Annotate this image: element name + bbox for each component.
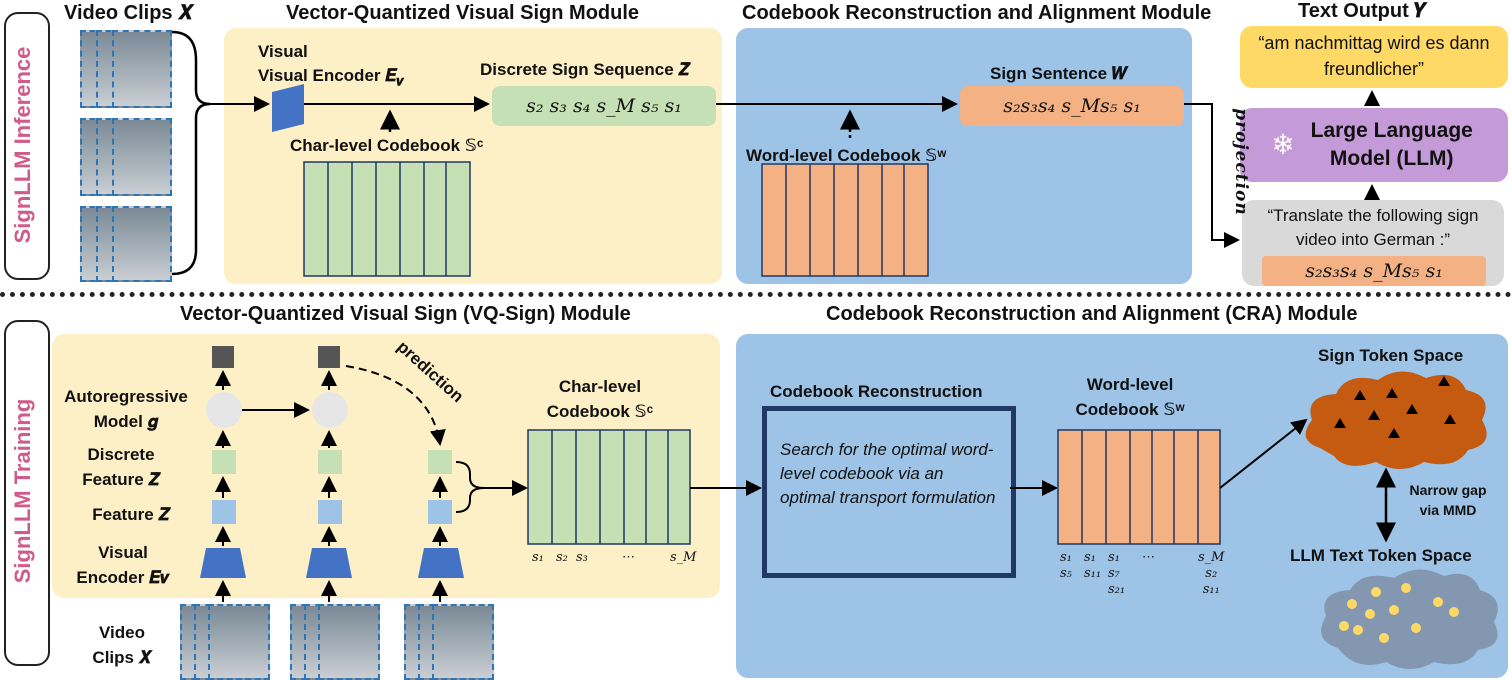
- training-encoder-2: [306, 548, 352, 578]
- inference-word-codebook-label: Word-level Codebook 𝕊ʷ: [746, 146, 947, 165]
- char-index-2: s₂: [556, 550, 568, 565]
- codebook-reconstruction-title: Codebook Reconstruction: [770, 382, 983, 401]
- inference-video-clips-label: Video Clips 𝑿: [64, 2, 194, 24]
- discrete-feature-3: [428, 450, 452, 474]
- training-char-codebook-title: Char-level Codebook 𝕊ᶜ: [546, 377, 654, 421]
- discrete-sequence-label: Discrete Sign Sequence 𝒁̂: [480, 60, 690, 79]
- discrete-sign-sequence: s₂ s₃ s₄ s_M s₅ s₁: [492, 86, 716, 126]
- inference-visual-encoder-label: Visual Visual Encoder 𝑬𝒗: [258, 42, 405, 90]
- reconstruction-description: Search for the optimal word-level codebo…: [780, 440, 996, 507]
- inference-clips-brace: [171, 30, 211, 276]
- ar-node-2: [312, 392, 348, 428]
- output-token-1: [212, 346, 234, 368]
- training-video-clips-label: Video Clips 𝑿: [92, 623, 152, 667]
- word-index-col-4: ⋯: [1142, 550, 1155, 565]
- sign-token-cloud: [1305, 371, 1487, 469]
- inference-char-codebook-label: Char-level Codebook 𝕊ᶜ: [290, 136, 484, 155]
- training-visual-encoder-label: Visual Encoder 𝑬𝒗: [76, 543, 170, 587]
- training-vq-title: Vector-Quantized Visual Sign (VQ-Sign) M…: [180, 303, 631, 325]
- feature-label: Feature 𝒁: [92, 505, 170, 524]
- llm-token-space-label: LLM Text Token Space: [1290, 546, 1472, 565]
- training-word-codebook: [1057, 429, 1221, 545]
- inference-visual-encoder-shape: [272, 84, 304, 132]
- training-char-codebook: [527, 429, 691, 545]
- discrete-feature-1: [212, 450, 236, 474]
- char-index-1: s₁: [532, 550, 544, 565]
- ar-node-1: [206, 392, 242, 428]
- training-cra-title: Codebook Reconstruction and Alignment (C…: [826, 303, 1358, 325]
- char-index-4: ⋯: [622, 550, 635, 565]
- sign-token-space-label: Sign Token Space: [1318, 346, 1464, 365]
- feature-3: [428, 500, 452, 524]
- training-side-tab: [4, 320, 50, 666]
- inference-cra-title: Codebook Reconstruction and Alignment Mo…: [742, 2, 1212, 24]
- char-codebook-indices: s₁ s₂ s₃ ⋯ s_M: [530, 550, 696, 570]
- text-output-title: Text Output 𝒀: [1298, 0, 1427, 22]
- training-encoder-1: [200, 548, 246, 578]
- char-index-3: s₃: [576, 550, 588, 565]
- discrete-feature-label: Discrete Feature 𝒁̂: [82, 445, 160, 489]
- feature-2: [318, 500, 342, 524]
- inference-char-codebook: [303, 161, 471, 277]
- output-token-2: [318, 346, 340, 368]
- snowflake-icon: ❄: [1271, 129, 1295, 160]
- codebook-reconstruction-box: [762, 406, 1016, 578]
- discrete-feature-2: [318, 450, 342, 474]
- feature-1: [212, 500, 236, 524]
- inference-side-tab: [4, 12, 50, 280]
- training-word-codebook-title: Word-level Codebook 𝕊ʷ: [1075, 375, 1185, 419]
- char-index-5: s_M: [670, 550, 697, 565]
- llm-box: ❄ Large Language Model (LLM): [1240, 108, 1508, 182]
- sign-sentence-label: Sign Sentence 𝑾: [990, 64, 1128, 83]
- prompt-text: “Translate the following sign video into…: [1267, 206, 1479, 249]
- inference-vq-title: Vector-Quantized Visual Sign Module: [286, 2, 640, 24]
- prompt-sign-sequence: s₂s₃s₄ s_Ms₅ s₁: [1262, 256, 1486, 286]
- llm-token-cloud: [1321, 569, 1498, 669]
- autoregressive-label: Autoregressive Model 𝒈: [64, 387, 188, 431]
- training-encoder-3: [418, 548, 464, 578]
- section-divider: [0, 292, 1512, 297]
- inference-word-codebook: [761, 163, 929, 277]
- sign-sentence: s₂s₃s₄ s_Ms₅ s₁: [960, 86, 1184, 126]
- narrow-gap-label: Narrow gap via MMD: [1409, 482, 1487, 518]
- text-output-box: “am nachmittag wird es dann freundlicher…: [1240, 26, 1508, 88]
- llm-label: Large Language Model (LLM): [1310, 119, 1473, 170]
